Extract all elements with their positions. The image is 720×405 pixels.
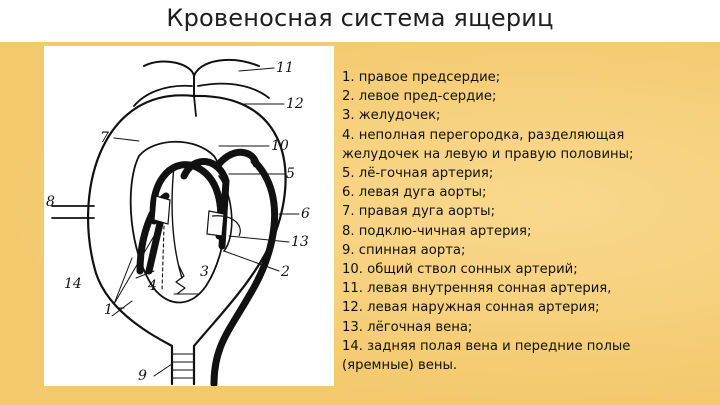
label-4: 4 <box>147 278 157 294</box>
label-6: 6 <box>301 206 310 222</box>
legend-item: 10. общий ствол сонных артерий; <box>342 262 578 278</box>
diagram-svg: 11 12 7 10 5 8 6 13 2 3 14 4 1 9 <box>46 58 310 386</box>
label-7: 7 <box>100 130 109 146</box>
label-8: 8 <box>46 194 55 210</box>
legend-item: 12. левая наружная сонная артерия; <box>342 300 600 316</box>
legend-item: 14. задняя полая вена и передние полые (… <box>342 338 631 374</box>
legend-item: 3. желудочек; <box>342 108 441 124</box>
legend-item: 1. правое предсердие; <box>342 70 501 85</box>
slide-header: Кровеносная система ящериц <box>0 0 720 42</box>
slide-title: Кровеносная система ящериц <box>166 4 554 32</box>
label-9: 9 <box>138 368 147 384</box>
legend-item: 5. лё-гочная артерия; <box>342 166 494 182</box>
label-1: 1 <box>104 302 113 318</box>
label-5: 5 <box>286 166 295 182</box>
legend-item: 13. лёгочная вена; <box>342 319 473 335</box>
legend-item: 6. левая дуга аорты; <box>342 185 487 201</box>
label-14: 14 <box>64 276 82 292</box>
legend-item: 11. левая внутренняя сонная артерия, <box>342 281 612 297</box>
label-2: 2 <box>280 264 290 280</box>
legend-list: 1. правое предсердие; 2. левое пред-серд… <box>342 68 672 375</box>
label-12: 12 <box>286 96 304 112</box>
label-13: 13 <box>291 234 309 250</box>
label-10: 10 <box>271 138 289 154</box>
legend-item: 2. левое пред-сердие; <box>342 89 497 105</box>
lizard-heart-diagram: 11 12 7 10 5 8 6 13 2 3 14 4 1 9 <box>44 46 334 386</box>
legend-item: 9. спинная аорта; <box>342 242 466 258</box>
legend-item: 4. неполная перегородка, разделяющая жел… <box>342 127 634 162</box>
legend-item: 8. подклю-чичная артерия; <box>342 223 532 239</box>
label-3: 3 <box>200 264 209 280</box>
label-11: 11 <box>276 60 294 76</box>
legend-item: 7. правая дуга аорты; <box>342 204 496 220</box>
